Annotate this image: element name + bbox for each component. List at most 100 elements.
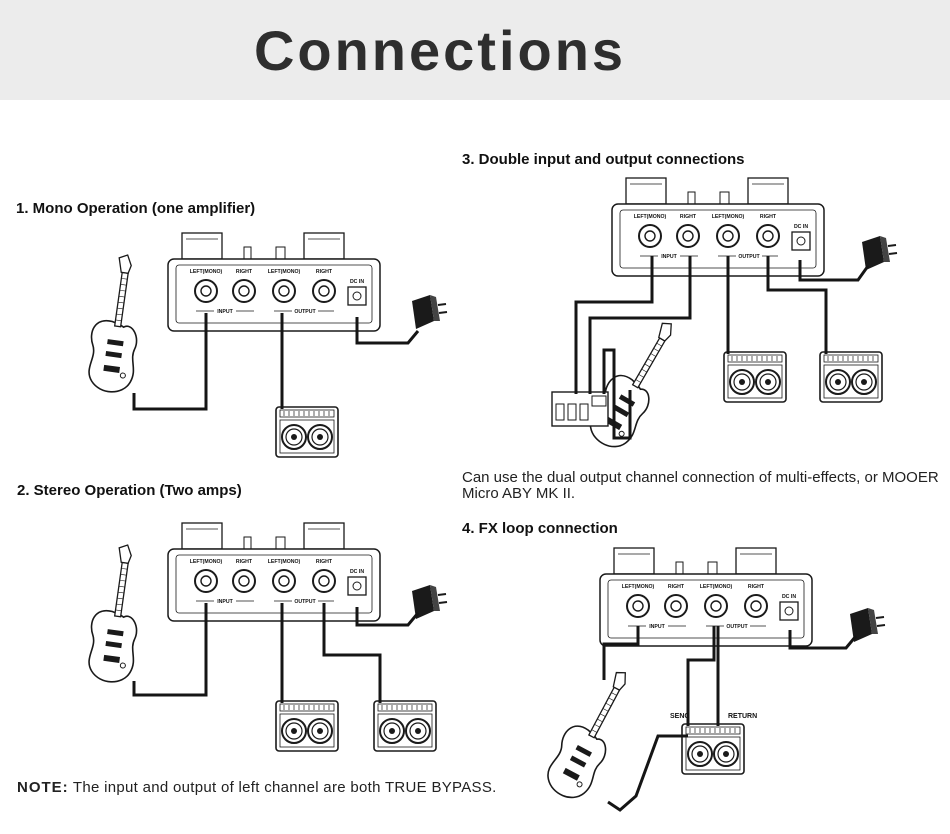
amp-speaker-cap [765,379,771,385]
adapter-body [850,608,872,642]
guitar-pickup [107,629,124,637]
guitar-pickup [612,404,630,418]
guitar-neck [113,271,129,328]
jack-hole [318,575,330,587]
knob [675,561,684,575]
amp-speaker-cap [723,751,729,757]
guitar-headstock [658,322,672,342]
adapter-side [430,585,440,611]
guitar-fret [608,697,615,701]
power-adapter-fxloop [850,608,886,642]
label-input: INPUT [649,624,665,630]
cable-send-fxloop [686,626,716,726]
cable-power-mono [355,317,420,345]
guitar-fret [647,358,653,363]
cable-input-fxloop [602,626,640,680]
guitar-fxloop [547,671,626,799]
jack-label: RIGHT [236,269,253,275]
adapter-prong [438,601,448,604]
jack-label: LEFT(MONO) [190,559,223,565]
jack-label: LEFT(MONO) [634,214,667,220]
label-dc-in: DC IN [350,569,364,575]
jack-hole [750,600,762,612]
amp-control-panel [377,703,433,712]
multi-effects-switch [579,403,589,421]
guitar-fret [597,718,603,723]
adapter-body [412,295,434,329]
adapter-prong [887,244,897,247]
amp-fxloop [681,723,745,775]
adapter-prong [437,303,447,306]
guitar-pickup [575,744,592,757]
guitar-fret [117,301,125,304]
footnote: NOTE: The input and output of left chann… [17,779,497,796]
guitar-fret [116,313,123,316]
page-title: Connections [253,19,627,82]
footswitch-pad [181,522,223,550]
footswitch-pad [303,522,345,550]
amp-control-panel [279,409,335,418]
knob [275,246,286,260]
jack-hole [238,575,250,587]
power-adapter-stereo [412,585,448,619]
bracket-gap [214,307,236,315]
amp-speaker-cap [739,379,745,385]
multi-effects-unit [551,391,609,427]
amp-mono [275,406,339,458]
jack-hole [682,230,694,242]
bracket-gap [214,597,236,605]
bracket-gap [736,252,762,260]
section-note-double: Can use the dual output channel connecti… [462,469,939,502]
guitar-fret [605,702,612,707]
dc-jack-hole [784,606,794,616]
label-input: INPUT [661,254,677,260]
bracket-gap [292,597,318,605]
pedal-panel [619,209,817,269]
adapter-body [862,236,884,270]
jack-label: LEFT(MONO) [622,584,655,590]
guitar-pickup [105,640,122,649]
header-banner: Connections [0,0,950,100]
jack-label: RIGHT [236,559,253,565]
guitar-knob [119,662,126,669]
footswitch-pad [747,177,789,205]
adapter-prong [438,311,448,314]
knob [707,561,718,575]
jack-label: RIGHT [760,214,777,220]
amp-double-right [819,351,883,403]
guitar-fret [119,289,126,292]
pedal-panel [607,579,805,639]
jack-label: RIGHT [748,584,765,590]
footswitch-pad [735,547,777,575]
guitar-fret [119,579,126,582]
guitar-mono [88,254,138,393]
label-dc-in: DC IN [350,279,364,285]
guitar-fret [653,348,659,352]
guitar-knob [618,430,625,437]
footnote-label: NOTE: [17,779,69,796]
jack-label: RIGHT [668,584,685,590]
multi-effects-switch [567,403,577,421]
power-adapter-double [862,236,898,270]
cables-double [574,256,870,440]
guitar-neck [113,561,129,618]
guitar-fret [118,585,125,588]
guitar-knob [119,372,126,379]
guitar-fret [638,374,644,378]
label-dc-in: DC IN [782,594,796,600]
guitar-fret [602,708,609,712]
guitar-fret [115,609,122,612]
pedal-panel [175,264,373,324]
guitar-fret [117,307,124,310]
jack-label: LEFT(MONO) [268,559,301,565]
amp-speaker-cap [835,379,841,385]
footswitch-pad [303,232,345,260]
guitar-fret [120,284,127,286]
jack-hole [200,285,212,297]
guitar-fret [118,295,125,298]
cable-input-left-double [574,256,654,394]
dc-jack-hole [352,291,362,301]
label-output: OUTPUT [294,309,316,315]
